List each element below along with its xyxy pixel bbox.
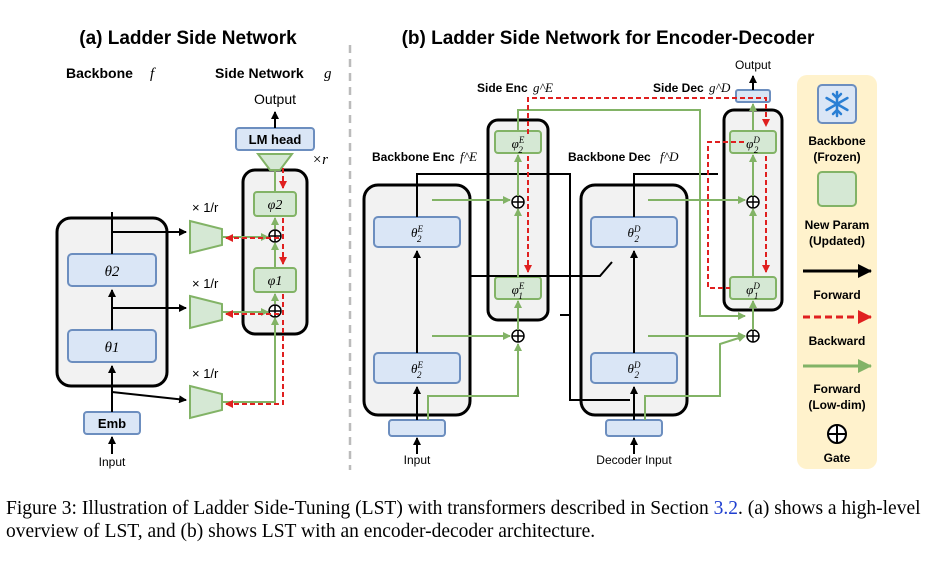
svg-text:φD1: φD1	[746, 281, 760, 301]
svg-text:φE1: φE1	[512, 281, 525, 301]
section-reference-link[interactable]: 3.2	[713, 498, 739, 519]
phi2-label: φ2	[268, 198, 283, 213]
panel-b-title: (b) Ladder Side Network for Encoder-Deco…	[402, 28, 815, 49]
input-label-a: Input	[99, 455, 126, 469]
backbone-enc-symbol: f^E	[460, 149, 477, 164]
decoder-input-label: Decoder Input	[596, 453, 672, 467]
gate-icon	[827, 424, 847, 444]
backbone-label: Backbone	[66, 65, 133, 81]
side-network-label: Side Network	[215, 65, 304, 81]
downsample-2	[189, 219, 223, 255]
snowflake-icon	[825, 90, 849, 118]
svg-text:θD2: θD2	[628, 360, 641, 380]
svg-text:θD2: θD2	[628, 224, 641, 244]
lm-head-label: LM head	[249, 132, 302, 147]
figure-caption: Figure 3: Illustration of Ladder Side-Tu…	[6, 497, 936, 543]
side-dec-output-head	[735, 89, 771, 103]
legend-forward-lowdim: Forward	[813, 382, 860, 396]
backbone-symbol: f	[150, 66, 156, 82]
input-label-b: Input	[404, 453, 431, 467]
svg-text:φE2: φE2	[512, 135, 525, 155]
new-param-legend-swatch	[817, 171, 857, 207]
panel-a-title: (a) Ladder Side Network	[79, 28, 297, 49]
side-network-symbol: g	[324, 66, 332, 82]
backbone-dec-label: Backbone Dec	[568, 150, 651, 164]
dec-embed	[605, 419, 663, 437]
legend-backbone: Backbone	[808, 134, 866, 148]
svg-text:θE2: θE2	[411, 224, 423, 244]
side-dec-symbol: g^D	[709, 80, 731, 95]
downsample-1	[189, 294, 223, 330]
downsample-0	[189, 384, 223, 420]
side-enc-label: Side Enc	[477, 81, 528, 95]
ladder-side-tuning-diagram: (a) Ladder Side Network Backbone f Side …	[55, 28, 877, 470]
upsample	[256, 153, 294, 171]
times-r-label: ×r	[312, 152, 328, 168]
svg-text:× 1/r: × 1/r	[192, 366, 219, 381]
svg-text:φD2: φD2	[746, 135, 760, 155]
theta2-label: θ2	[105, 264, 120, 280]
side-dec-label: Side Dec	[653, 81, 704, 95]
scale-labels: × 1/r × 1/r × 1/r	[192, 200, 219, 381]
output-label-a: Output	[254, 91, 296, 107]
svg-text:× 1/r: × 1/r	[192, 200, 219, 215]
svg-text:θE2: θE2	[411, 360, 423, 380]
caption-suffix: . (a) shows a high-level overview of LST…	[6, 498, 921, 542]
backbone-dec-symbol: f^D	[660, 149, 679, 164]
legend-backward: Backward	[809, 334, 866, 348]
legend-gate: Gate	[824, 451, 851, 465]
backbone-enc-label: Backbone Enc	[372, 150, 455, 164]
output-label-b: Output	[735, 58, 772, 72]
svg-text:× 1/r: × 1/r	[192, 276, 219, 291]
legend-backbone-sub: (Frozen)	[813, 150, 860, 164]
legend-new-param-sub: (Updated)	[809, 234, 865, 248]
theta1-label: θ1	[105, 340, 120, 356]
legend-new-param: New Param	[805, 218, 870, 232]
enc-embed	[388, 419, 446, 437]
side-enc-symbol: g^E	[533, 80, 553, 95]
gate-icon	[511, 195, 760, 343]
legend-forward: Forward	[813, 288, 860, 302]
phi1-label: φ1	[268, 274, 283, 289]
emb-label: Emb	[98, 416, 126, 431]
legend-forward-lowdim-sub: (Low-dim)	[808, 398, 865, 412]
caption-prefix: Figure 3: Illustration of Ladder Side-Tu…	[6, 498, 714, 519]
